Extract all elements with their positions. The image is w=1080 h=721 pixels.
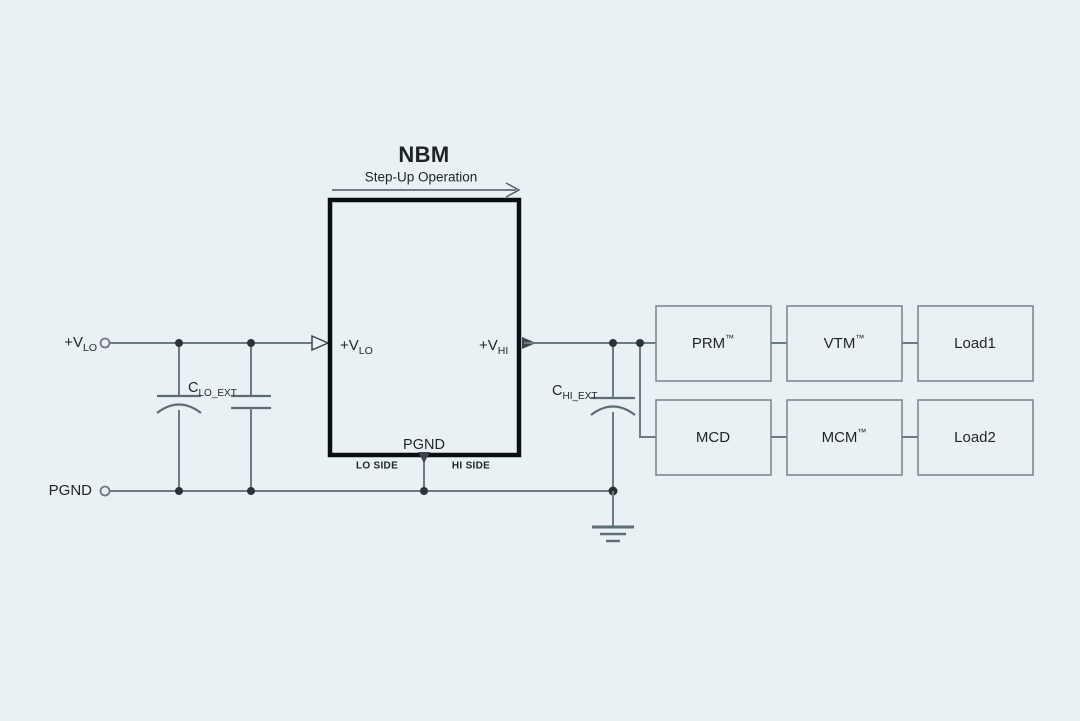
vhi-output-wire [522, 337, 656, 349]
c-lo-ext-label: CLO_EXT [188, 380, 237, 399]
c-lo-ext-second-capacitor [231, 339, 271, 495]
c-hi-ext-label: CHI_EXT [552, 383, 598, 402]
vlo-input-arrow [311, 334, 330, 352]
block-vtm[interactable]: VTM™ [786, 305, 903, 382]
lo-side-label: LO SIDE [356, 461, 398, 472]
c-lo-ext-capacitor [156, 339, 202, 495]
junction-dot [420, 487, 428, 495]
diagram-title: NBM [398, 142, 449, 167]
junction-dot [609, 339, 617, 347]
step-up-flow-arrow [332, 182, 521, 198]
block-prm-label: PRM™ [692, 333, 734, 352]
block-load1[interactable]: Load1 [917, 305, 1034, 382]
junction-dot [175, 339, 183, 347]
block-load1-label: Load1 [954, 335, 996, 352]
pgnd-terminal-circle [99, 485, 111, 497]
pgnd-rail [99, 485, 616, 497]
rail-label-pgnd: PGND [49, 482, 93, 499]
junction-dot [175, 487, 183, 495]
block-mcm[interactable]: MCM™ [786, 399, 903, 476]
junction-dot [247, 339, 255, 347]
diagram-subtitle: Step-Up Operation [365, 170, 478, 185]
nbm-output-port-label: +VHI [479, 337, 508, 357]
block-mcd[interactable]: MCD [655, 399, 772, 476]
rail-label-vlo: +VLO [64, 334, 97, 354]
c-hi-ext-capacitor [590, 339, 636, 496]
block-load2[interactable]: Load2 [917, 399, 1034, 476]
nbm-input-port-label: +VLO [340, 337, 373, 357]
block-mcm-label: MCM™ [822, 427, 867, 446]
junction-dot [636, 339, 644, 347]
block-load2-label: Load2 [954, 429, 996, 446]
block-prm[interactable]: PRM™ [655, 305, 772, 382]
hi-side-label: HI SIDE [452, 461, 490, 472]
block-mcd-label: MCD [696, 429, 730, 446]
nbm-module-box [327, 197, 522, 458]
nbm-pgnd-label: PGND [403, 437, 445, 453]
vlo-terminal-circle [99, 337, 111, 349]
block-vtm-label: VTM™ [824, 333, 865, 352]
mcd-branch-wire [636, 339, 656, 438]
input-rail-vlo [99, 337, 318, 349]
junction-dot [247, 487, 255, 495]
nbm-pgnd-connection [418, 452, 430, 495]
earth-ground-symbol [592, 491, 634, 543]
